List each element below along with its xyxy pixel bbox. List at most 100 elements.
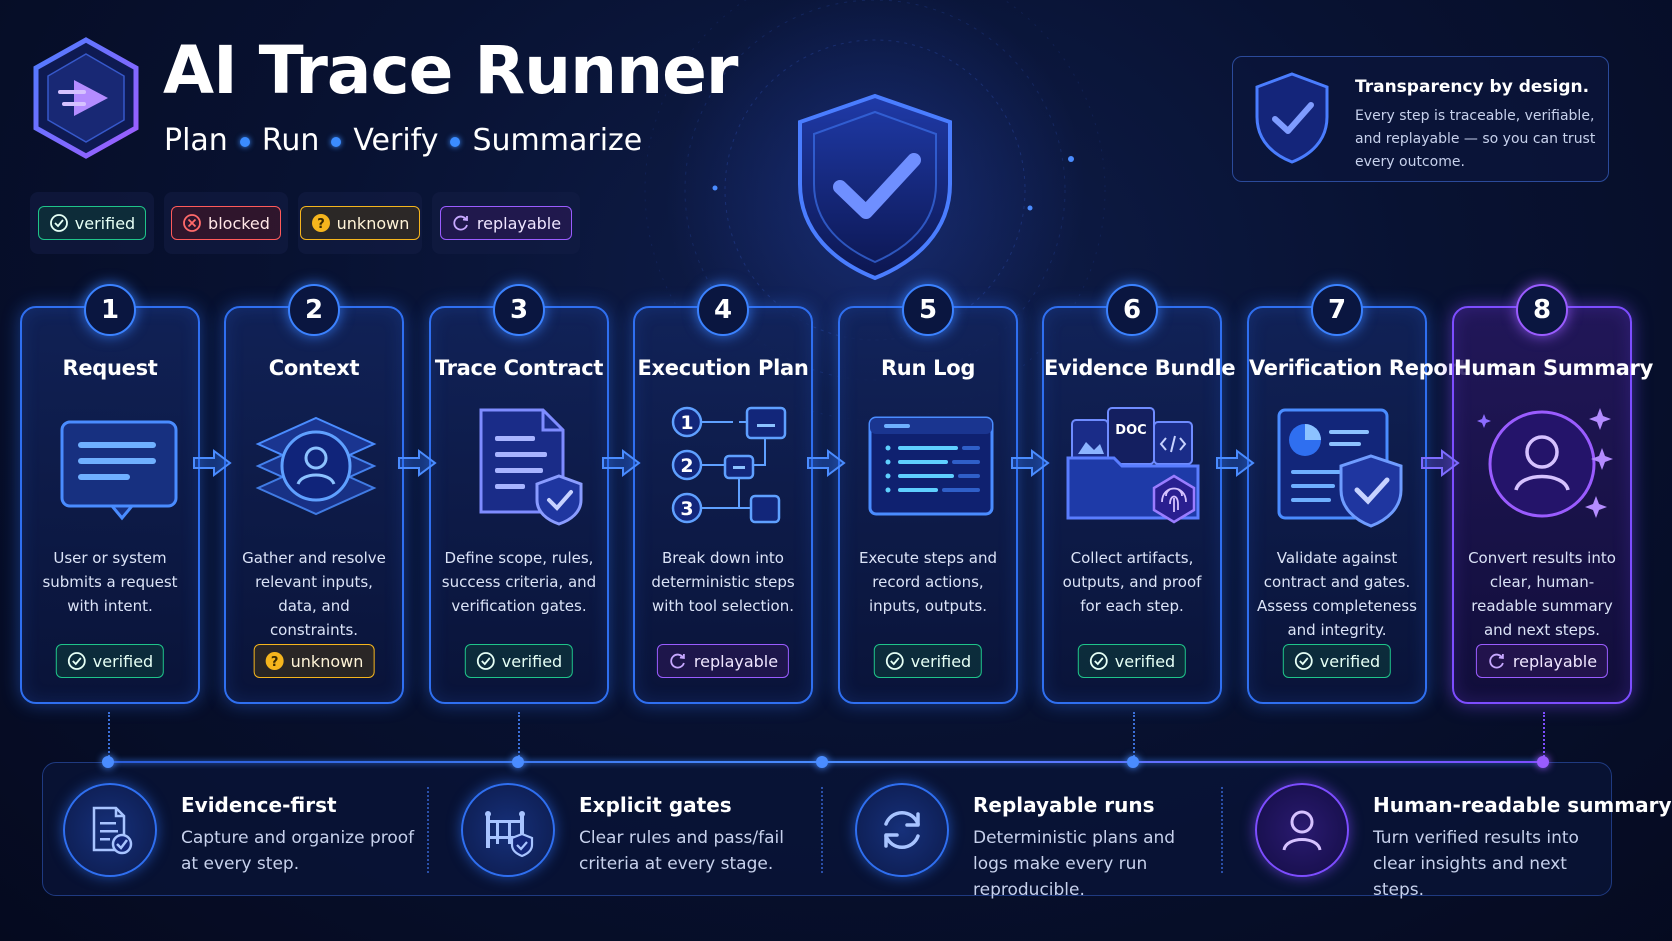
verified-badge: verified bbox=[1282, 644, 1392, 678]
check-circle-icon bbox=[476, 652, 495, 670]
step-number: 7 bbox=[1311, 284, 1363, 336]
feature-title: Evidence-first bbox=[181, 793, 337, 817]
step-card-verification-report: 7 Verification Report Validate against c… bbox=[1247, 284, 1468, 704]
transparency-body: Every step is traceable, verifiable, and… bbox=[1355, 108, 1596, 170]
check-circle-icon bbox=[49, 214, 68, 232]
replay-icon bbox=[1489, 653, 1504, 669]
badge-label: replayable bbox=[1512, 651, 1598, 671]
step-description: Define scope, rules, success criteria, a… bbox=[441, 549, 597, 615]
gate-shield-icon bbox=[485, 811, 534, 858]
feature-description: Deterministic plans and logs make every … bbox=[973, 828, 1176, 900]
step-description: Execute steps and record actions, inputs… bbox=[858, 549, 997, 615]
feature-title: Human-readable summary bbox=[1373, 793, 1672, 817]
subtitle-dot bbox=[239, 136, 250, 147]
step-number: 2 bbox=[288, 284, 340, 336]
step-description: Collect artifacts, outputs, and proof fo… bbox=[1062, 549, 1202, 615]
plan-step-number: 1 bbox=[680, 412, 693, 434]
step-description: Break down into deterministic steps with… bbox=[651, 549, 795, 615]
step-number: 6 bbox=[1106, 284, 1158, 336]
feature-icon bbox=[461, 783, 555, 877]
user-icon bbox=[1282, 810, 1322, 851]
step-number: 4 bbox=[697, 284, 749, 336]
step-card-trace-contract: 3 Trace Contract Define scope, rules, su… bbox=[429, 284, 609, 704]
subtitle-dot bbox=[331, 136, 342, 147]
check-circle-icon bbox=[1089, 652, 1108, 670]
unknown-badge: ? unknown bbox=[253, 644, 375, 678]
step-title: Execution Plan bbox=[637, 356, 809, 380]
feature-divider bbox=[1221, 787, 1223, 873]
step-number: 1 bbox=[84, 284, 136, 336]
page-title: AI Trace Runner bbox=[163, 32, 738, 109]
plan-step-number: 2 bbox=[680, 455, 693, 477]
step-card-request: 1 Request User or system submits a reque… bbox=[20, 284, 200, 704]
step-description: User or system submits a request with in… bbox=[42, 549, 178, 615]
arrow-right-icon bbox=[1216, 449, 1255, 477]
step-description: Validate against contract and gates. Ass… bbox=[1257, 549, 1417, 639]
feature-title: Replayable runs bbox=[973, 793, 1155, 817]
replay-icon bbox=[670, 653, 685, 669]
feature-description: Capture and organize proof at every step… bbox=[181, 828, 415, 874]
flow-steps-icon: 1 2 3 bbox=[671, 406, 787, 524]
verified-badge: verified bbox=[464, 644, 574, 678]
arrow-right-icon bbox=[1011, 449, 1050, 477]
step-description: Gather and resolve relevant inputs, data… bbox=[242, 549, 386, 639]
layers-user-icon bbox=[255, 416, 377, 516]
app-logo-icon bbox=[33, 37, 139, 159]
legend-unknown: ? unknown bbox=[298, 192, 422, 254]
unknown-badge: ? unknown bbox=[299, 206, 421, 240]
connector-line bbox=[1543, 712, 1545, 760]
evidence-folder-icon: DOC bbox=[1066, 407, 1200, 524]
feature-description: Turn verified results into clear insight… bbox=[1373, 828, 1579, 900]
arrow-right-icon bbox=[193, 449, 232, 477]
legend-label: verified bbox=[74, 213, 136, 233]
subtitle-summarize: Summarize bbox=[472, 123, 643, 158]
step-description: Convert results into clear, human-readab… bbox=[1468, 549, 1616, 639]
badge-label: verified bbox=[1319, 651, 1381, 671]
timeline-dot bbox=[1537, 756, 1549, 768]
badge-label: verified bbox=[910, 651, 972, 671]
step-card-execution-plan: 4 Execution Plan 1 2 3 Break down into d… bbox=[633, 284, 813, 704]
connector-line bbox=[108, 712, 110, 760]
legend-label: unknown bbox=[336, 213, 410, 233]
step-title: Verification Report bbox=[1249, 356, 1468, 380]
feature-divider bbox=[427, 787, 429, 873]
verified-badge: verified bbox=[37, 206, 147, 240]
report-shield-icon bbox=[1277, 408, 1403, 528]
status-legend: verified blocked ? unknown replayable bbox=[30, 192, 580, 254]
refresh-icon bbox=[884, 811, 920, 849]
connector-line bbox=[1133, 712, 1135, 760]
arrow-right-icon bbox=[807, 449, 846, 477]
feature-icon bbox=[63, 783, 157, 877]
legend-label: replayable bbox=[476, 213, 562, 233]
arrow-right-icon bbox=[398, 449, 437, 477]
legend-verified: verified bbox=[30, 192, 154, 254]
step-title: Request bbox=[62, 356, 158, 380]
feature-description: Clear rules and pass/fail criteria at ev… bbox=[579, 828, 784, 874]
subtitle-dot bbox=[450, 136, 461, 147]
step-card-context: 2 Context Gather and resolve relevant in… bbox=[224, 284, 404, 704]
shield-check-icon bbox=[798, 93, 952, 281]
badge-label: verified bbox=[92, 651, 154, 671]
log-window-icon bbox=[868, 416, 994, 516]
badge-label: verified bbox=[1114, 651, 1176, 671]
arrow-right-icon bbox=[602, 449, 641, 477]
blocked-badge: blocked bbox=[171, 206, 281, 240]
replayable-badge: replayable bbox=[656, 644, 790, 678]
connector-line bbox=[518, 712, 520, 760]
verified-badge: verified bbox=[1077, 644, 1187, 678]
transparency-panel: Transparency by design. Every step is tr… bbox=[1232, 56, 1609, 182]
step-number: 8 bbox=[1516, 284, 1568, 336]
badge-label: verified bbox=[501, 651, 563, 671]
features-panel: Evidence-first Capture and organize proo… bbox=[42, 762, 1672, 900]
check-circle-icon bbox=[885, 652, 904, 670]
legend-replayable: replayable bbox=[432, 192, 580, 254]
subtitle-run: Run bbox=[261, 123, 320, 158]
svg-text:?: ? bbox=[271, 655, 279, 670]
timeline-dot bbox=[102, 756, 114, 768]
step-title: Context bbox=[268, 356, 360, 380]
check-circle-icon bbox=[1294, 652, 1313, 670]
replayable-badge: replayable bbox=[439, 206, 573, 240]
doc-label: DOC bbox=[1115, 423, 1146, 438]
feature-divider bbox=[821, 787, 823, 873]
